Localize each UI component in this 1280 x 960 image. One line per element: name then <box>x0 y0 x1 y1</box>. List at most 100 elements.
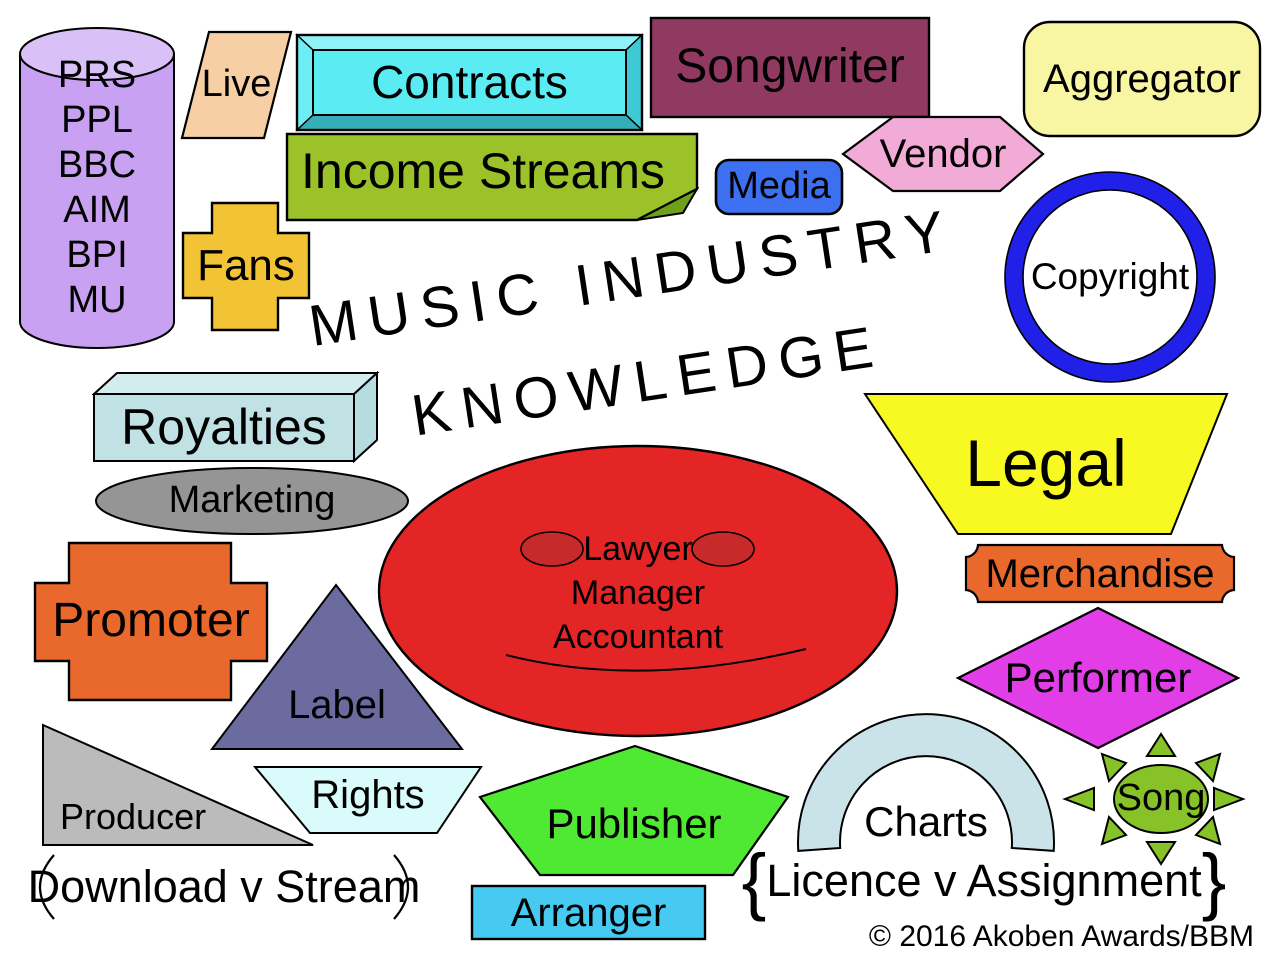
merchandise-label: Merchandise <box>985 551 1215 596</box>
marketing-label: Marketing <box>168 479 336 522</box>
sun-ray-icon <box>1194 752 1222 784</box>
marketing-shape <box>95 467 409 535</box>
live-label: Live <box>201 63 272 106</box>
download-v-stream-label: Download v Stream <box>27 861 421 913</box>
sun-ray-icon <box>1100 752 1128 784</box>
arranger-rect <box>470 884 707 941</box>
fans-node: Fans <box>181 201 311 332</box>
copyright-label: Copyright <box>1030 255 1190 297</box>
licence-v-assignment-label: Licence v Assignment <box>766 855 1202 906</box>
royalties-top-face <box>92 372 380 395</box>
advisors-ellipse <box>377 444 899 738</box>
income-streams-shape <box>285 132 699 222</box>
fans-label: Fans <box>197 241 295 291</box>
rights-node: Rights <box>253 765 483 835</box>
label-node: Label <box>210 583 464 751</box>
cylinder-shape <box>19 27 175 349</box>
sun-ray-icon <box>1194 814 1222 846</box>
aggregator-rect <box>1022 20 1262 138</box>
society-item: PPL <box>61 99 133 141</box>
advisors-shape <box>377 444 899 738</box>
media-shape <box>714 158 844 216</box>
income-streams-node: Income Streams <box>285 132 699 223</box>
paren-right-icon <box>393 854 409 920</box>
advisor-item: Manager <box>570 574 706 612</box>
publisher-pentagon <box>478 744 790 877</box>
royalties-label: Royalties <box>121 399 327 456</box>
songwriter-rect <box>649 16 931 119</box>
advisor-item: Lawyer <box>583 530 693 568</box>
rights-label: Rights <box>311 773 425 817</box>
performer-label: Performer <box>1004 653 1192 701</box>
royalties-shape <box>92 370 380 463</box>
sun-ray-icon <box>1145 732 1177 757</box>
promoter-shape <box>33 541 269 702</box>
legal-label: Legal <box>965 426 1127 501</box>
societies-cylinder: PRS PPL BBC AIM BPI MU <box>18 26 176 350</box>
song-node: Song <box>1060 732 1248 866</box>
contracts-label: Contracts <box>371 56 568 109</box>
producer-shape <box>42 723 314 846</box>
song-label: Song <box>1116 777 1206 820</box>
aggregator-shape <box>1022 20 1262 138</box>
media-node: Media <box>714 158 844 216</box>
charts-shape <box>797 713 1055 852</box>
vendor-hexagon <box>841 115 1045 193</box>
charts-label: Charts <box>864 797 988 845</box>
vendor-label: Vendor <box>879 132 1007 176</box>
charts-arc <box>797 713 1055 852</box>
copyright-node: Copyright <box>1001 169 1219 385</box>
advisors-list: Lawyer Manager Accountant <box>376 527 900 659</box>
publisher-node: Publisher <box>478 744 790 878</box>
charts-node: Charts <box>792 710 1060 860</box>
advisor-item: Accountant <box>552 618 724 656</box>
label-label: Label <box>288 683 386 727</box>
societies-list: PRS PPL BBC AIM BPI MU <box>18 26 176 350</box>
legal-node: Legal <box>861 392 1231 536</box>
performer-shape <box>956 606 1240 750</box>
contracts-face <box>312 49 627 116</box>
marketing-ellipse <box>95 467 409 535</box>
royalties-node: Royalties <box>92 370 380 463</box>
society-item: BPI <box>66 234 128 276</box>
sun-ray-icon <box>1145 841 1177 866</box>
sun-ray-icon <box>1062 786 1095 812</box>
promoter-cross <box>33 541 269 702</box>
live-parallelogram <box>180 30 293 140</box>
merchandise-shape <box>964 543 1236 604</box>
contracts-shape <box>295 33 644 132</box>
download-v-stream-parens <box>39 854 409 920</box>
cylinder-body <box>19 53 175 349</box>
rights-shape <box>253 766 483 834</box>
fans-shape <box>181 201 311 332</box>
brace-right-icon: } <box>1201 839 1227 922</box>
credit-text: © 2016 Akoben Awards/BBM <box>868 920 1254 953</box>
contracts-outline <box>295 33 644 132</box>
folded-corner-icon <box>636 186 699 221</box>
rights-trapezoid <box>253 766 483 834</box>
advisors-node: Lawyer Manager Accountant <box>376 443 900 739</box>
royalties-front-face <box>93 393 355 462</box>
songwriter-node: Songwriter <box>649 16 931 119</box>
vendor-shape <box>841 115 1045 193</box>
producer-node: Producer <box>40 722 316 848</box>
aggregator-label: Aggregator <box>1043 57 1241 101</box>
live-node: Live <box>180 30 293 140</box>
publisher-shape <box>478 744 790 877</box>
fans-cross <box>181 201 311 332</box>
media-label: Media <box>727 165 831 208</box>
media-rect <box>714 158 844 216</box>
brace-left-icon: { <box>741 839 767 922</box>
society-item: MU <box>67 279 127 321</box>
licence-v-assignment-node: { Licence v Assignment } <box>742 844 1227 918</box>
society-item: BBC <box>57 144 137 186</box>
copyright-ring-inner <box>1022 189 1198 365</box>
publisher-label: Publisher <box>546 799 722 847</box>
society-item: PRS <box>57 54 137 96</box>
paren-left-icon <box>39 854 55 920</box>
sun-ray-icon <box>1100 814 1128 846</box>
aggregator-node: Aggregator <box>1022 20 1262 138</box>
promoter-node: Promoter <box>33 541 269 702</box>
sun-center <box>1113 764 1209 834</box>
